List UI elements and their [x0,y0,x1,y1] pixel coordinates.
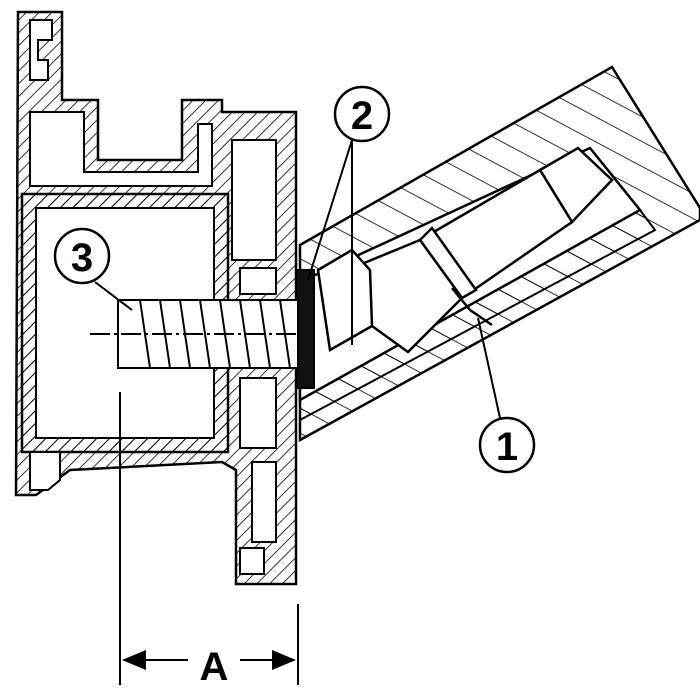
profile-top-clip [29,19,53,81]
dimension-a [119,392,299,685]
profile-bottom-clip [239,547,265,575]
web-chamber-4 [251,461,277,543]
callout-3: 3 [53,227,133,311]
web-chamber-2 [239,267,277,295]
web-chamber-3 [239,377,277,449]
bolt-ridge-2 [469,308,493,327]
connector-bolt [316,146,614,354]
dimension-label: A [200,645,229,689]
bolt-end [316,248,374,352]
threaded-insert [90,299,300,369]
profile-bottom-foot [29,451,61,491]
web-chamber-1 [231,139,277,261]
callout-1: 1 [477,317,536,474]
callout-2-label: 2 [351,94,373,138]
callout-3-label: 3 [71,236,93,280]
callout-2: 2 [307,85,391,345]
bolt-ridge [451,287,471,311]
aluminium-profile [14,10,298,586]
profile-upper-chamber [29,111,213,187]
callout-1-label: 1 [496,425,518,469]
insert-threads [139,299,291,369]
